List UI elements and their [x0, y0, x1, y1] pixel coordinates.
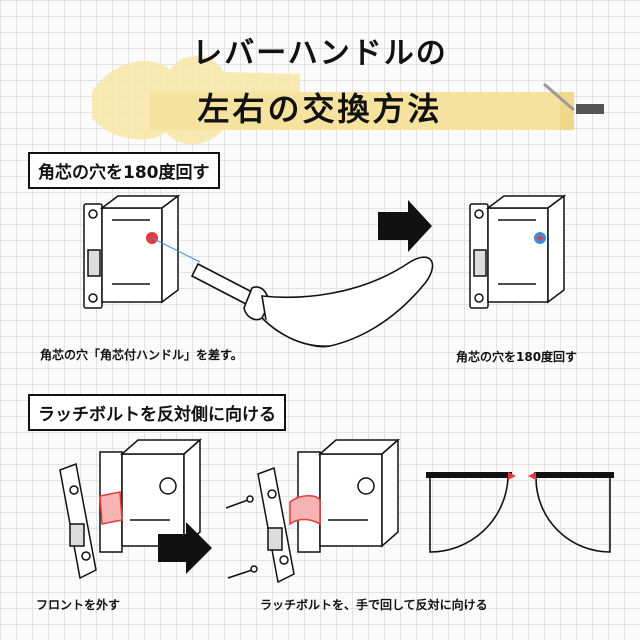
section2-caption-right: ラッチボルトを、手で回して反対に向ける — [260, 598, 488, 612]
section1-caption-left: 角芯の穴「角芯付ハンドル」を差す。 — [40, 348, 243, 362]
door-left — [426, 472, 512, 478]
section1-heading: 角芯の穴を180度回す — [28, 152, 220, 189]
small-tool-icon — [543, 82, 604, 114]
latch-bolt-red — [99, 491, 123, 525]
section1-caption-right: 角芯の穴を180度回す — [456, 350, 578, 364]
title-line2: 左右の交換方法 — [197, 90, 443, 128]
title-line1: レバーハンドルの — [192, 36, 448, 71]
door-right — [534, 472, 614, 478]
section2-heading: ラッチボルトを反対側に向ける — [28, 394, 286, 431]
latch-bolt-reversed-red — [289, 495, 321, 526]
section2-caption-left: フロントを外す — [36, 598, 121, 612]
